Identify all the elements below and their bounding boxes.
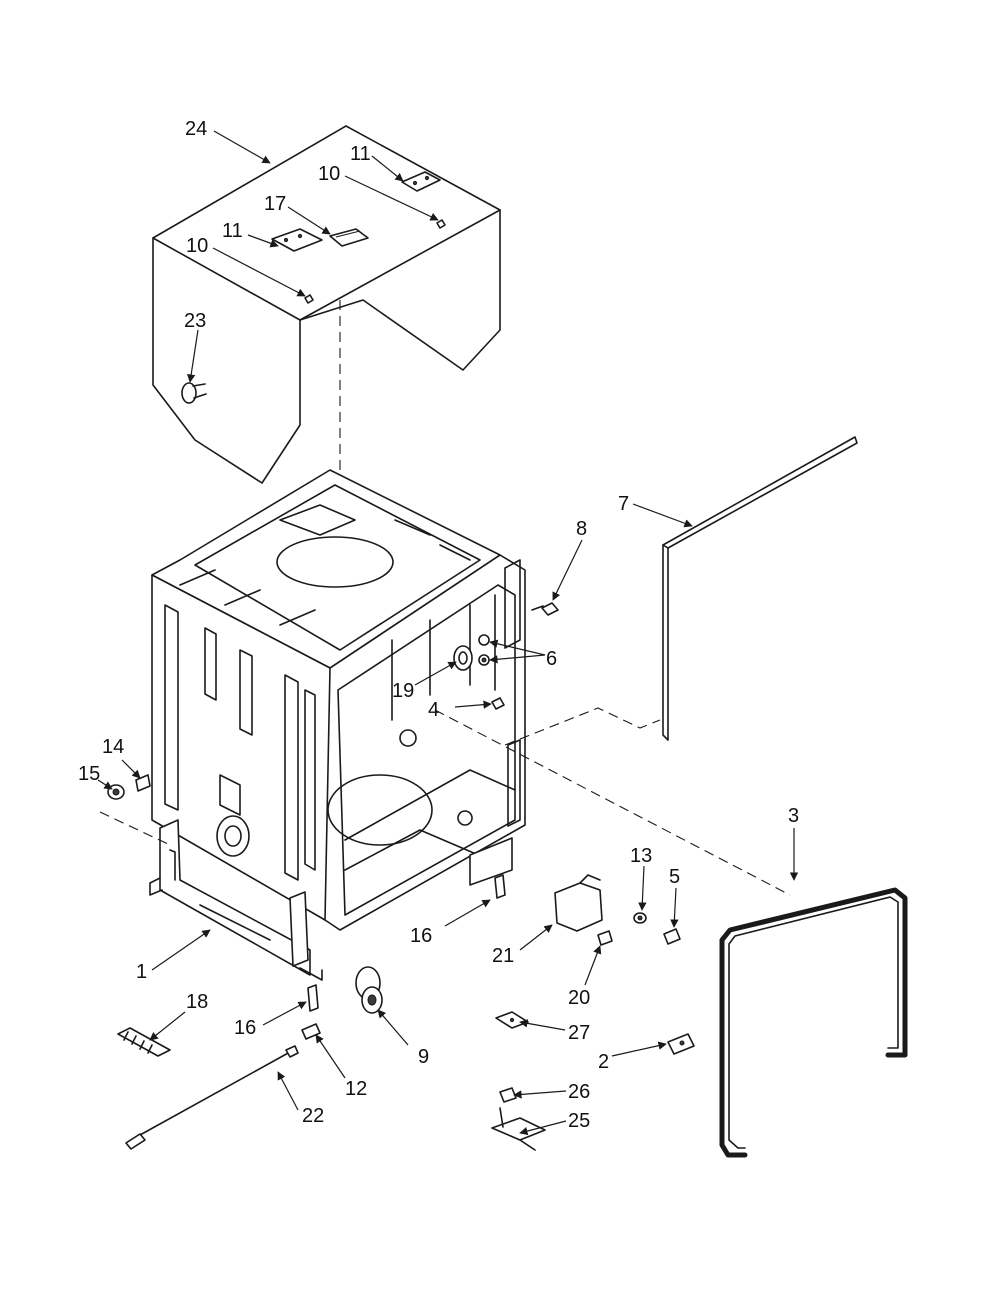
callout-3: 3 <box>788 805 799 827</box>
callout-16-upper: 16 <box>410 925 432 947</box>
nut-15 <box>107 784 125 800</box>
screw-5 <box>663 928 681 945</box>
callout-8: 8 <box>576 518 587 540</box>
callout-26: 26 <box>568 1081 590 1103</box>
screw-20 <box>597 930 613 946</box>
callout-18: 18 <box>186 991 208 1013</box>
callout-14: 14 <box>102 736 124 758</box>
base-frame <box>149 819 513 981</box>
callout-11-upper: 11 <box>350 143 371 165</box>
callout-21: 21 <box>492 945 514 967</box>
callout-11-lower: 11 <box>222 220 243 242</box>
callout-16-lower: 16 <box>234 1017 256 1039</box>
clip-27 <box>495 1011 529 1029</box>
plug-button <box>181 382 207 404</box>
callout-5: 5 <box>669 866 680 888</box>
screw-4 <box>491 697 505 710</box>
callout-20: 20 <box>568 987 590 1009</box>
alignment-line-leg <box>99 811 171 846</box>
screw-upper <box>436 219 446 229</box>
spring-18 <box>117 1027 171 1057</box>
leader-lines <box>97 130 799 1136</box>
callout-12: 12 <box>345 1078 367 1100</box>
callout-10-upper: 10 <box>318 163 340 185</box>
door-gasket <box>719 887 908 1158</box>
hinge-bracket-upper <box>401 171 441 192</box>
callout-19: 19 <box>392 680 414 702</box>
dishwasher-tub <box>151 469 526 931</box>
hinge-bracket-lower <box>271 228 323 252</box>
callout-2: 2 <box>598 1051 609 1073</box>
screw-12 <box>301 1023 321 1040</box>
clip-2 <box>667 1033 695 1055</box>
leveling-leg-16-lower <box>307 984 319 1012</box>
leveling-leg-14 <box>135 774 151 792</box>
screw-8 <box>531 602 559 616</box>
callout-6: 6 <box>546 648 557 670</box>
cable-22 <box>125 1045 299 1150</box>
hose-clamp-9 <box>355 966 383 1014</box>
callout-numbers: 24 11 10 17 11 10 23 7 8 6 19 4 14 15 3 … <box>78 118 799 1132</box>
washer-13 <box>633 912 647 924</box>
callout-10-lower: 10 <box>186 235 208 257</box>
screw-lower <box>304 294 314 304</box>
callout-13: 13 <box>630 845 652 867</box>
callout-15: 15 <box>78 763 100 785</box>
callout-25: 25 <box>568 1110 590 1132</box>
washers-6 <box>478 634 490 666</box>
clip-26 <box>499 1087 517 1103</box>
alignment-line-trim <box>504 707 661 746</box>
nameplate-label <box>329 228 369 247</box>
callout-22: 22 <box>302 1105 324 1127</box>
callout-9: 9 <box>418 1046 429 1068</box>
callout-7: 7 <box>618 493 629 515</box>
grommet-19 <box>453 645 473 671</box>
bracket-21 <box>554 874 603 932</box>
insulation-blanket <box>152 125 501 484</box>
side-trim-strip <box>662 436 858 741</box>
bracket-25 <box>491 1107 546 1151</box>
callout-27: 27 <box>568 1022 590 1044</box>
callout-24: 24 <box>185 118 207 140</box>
callout-1: 1 <box>136 961 147 983</box>
callout-23: 23 <box>184 310 206 332</box>
leveling-leg-16-upper <box>494 874 506 899</box>
callout-4: 4 <box>428 699 439 721</box>
alignment-line-gasket <box>434 709 791 896</box>
callout-17: 17 <box>264 193 286 215</box>
